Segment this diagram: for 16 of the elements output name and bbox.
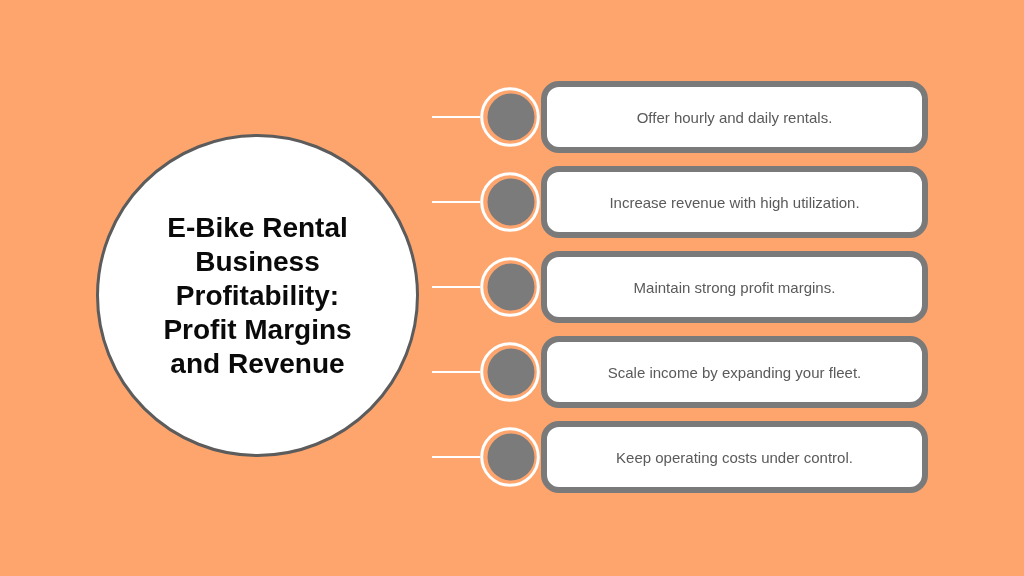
point-card: Increase revenue with high utilization.	[541, 166, 928, 238]
connector-line	[431, 371, 481, 373]
bullet-circle	[480, 172, 540, 232]
bullet-circle	[480, 342, 540, 402]
bullet-circle	[480, 257, 540, 317]
title-circle: E-Bike Rental Business Profitability: Profit Margins and Revenue	[96, 134, 419, 457]
connector-line	[431, 456, 481, 458]
point-card: Scale income by expanding your fleet.	[541, 336, 928, 408]
connector-line	[431, 116, 481, 118]
bullet-circle	[480, 427, 540, 487]
bullet-circle	[480, 87, 540, 147]
point-card: Maintain strong profit margins.	[541, 251, 928, 323]
connector-line	[431, 286, 481, 288]
connector-line	[431, 201, 481, 203]
point-card: Keep operating costs under control.	[541, 421, 928, 493]
point-card: Offer hourly and daily rentals.	[541, 81, 928, 153]
